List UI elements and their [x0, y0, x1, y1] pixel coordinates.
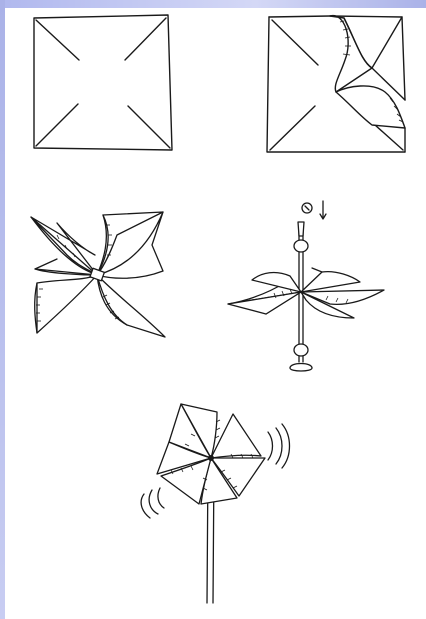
step-1-square-cuts-icon: [34, 15, 172, 150]
step-3-pinwheel-folded-icon: [31, 212, 165, 337]
step-4-assembly-pin-icon: [228, 201, 384, 371]
step-5-finished-pinwheel-icon: [141, 404, 289, 603]
step-2-fold-corners-icon: [267, 16, 405, 152]
